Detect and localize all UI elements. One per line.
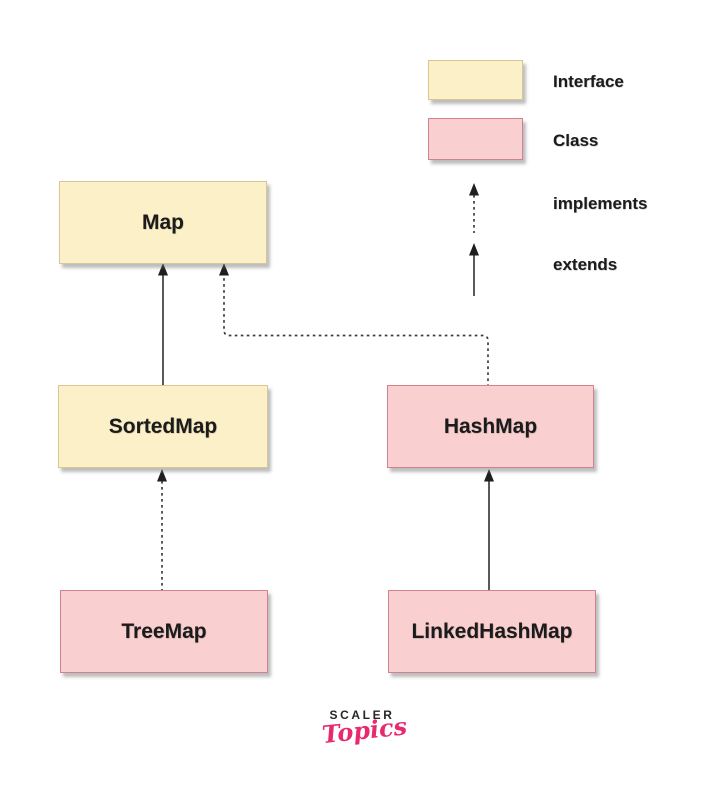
node-map: Map — [59, 181, 267, 264]
arrowhead-hashmap-map — [219, 263, 229, 276]
legend-class-swatch — [428, 118, 523, 160]
arrowhead-sortedmap-map — [158, 263, 168, 276]
logo-brand-text: SCALER — [329, 708, 395, 722]
edge-hashmap-implements-map — [223, 275, 489, 387]
legend-class-label: Class — [553, 131, 599, 150]
node-sortedmap-label: SortedMap — [108, 414, 218, 438]
node-hashmap: HashMap — [387, 385, 594, 468]
legend-extends-arrowhead — [469, 243, 479, 256]
node-hashmap-label: HashMap — [443, 414, 538, 438]
legend-implements-arrowhead — [469, 183, 479, 196]
node-linkedhashmap-label: LinkedHashMap — [411, 619, 573, 643]
arrowhead-linkedhashmap-hashmap — [484, 469, 494, 482]
node-treemap: TreeMap — [60, 590, 268, 673]
arrowhead-treemap-sortedmap — [157, 469, 167, 482]
legend-implements-label: implements — [553, 194, 648, 213]
node-sortedmap: SortedMap — [58, 385, 268, 468]
legend-interface-swatch — [428, 60, 523, 100]
logo-sub-text: Topics — [320, 711, 409, 750]
node-map-label: Map — [142, 210, 184, 234]
node-treemap-label: TreeMap — [121, 619, 207, 643]
node-linkedhashmap: LinkedHashMap — [388, 590, 596, 673]
legend-extends-label: extends — [553, 255, 618, 274]
legend-interface-label: Interface — [553, 72, 624, 91]
scaler-topics-logo: SCALER Topics — [321, 708, 409, 749]
